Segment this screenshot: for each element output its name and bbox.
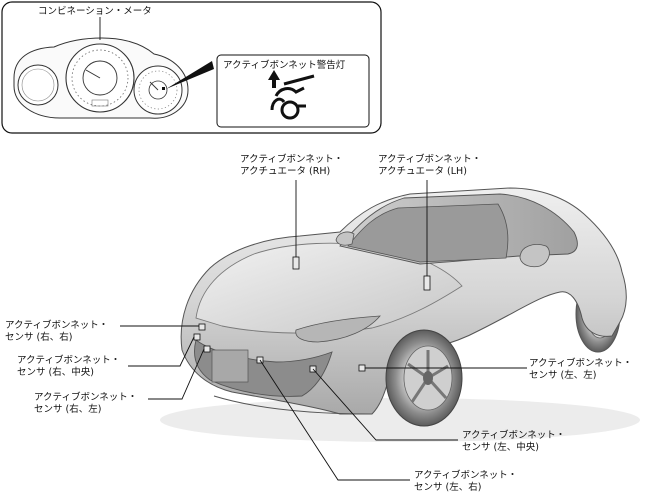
car-side-mirror: [520, 245, 549, 267]
label-actuator-lh-line2: アクチュエータ (LH): [378, 166, 481, 178]
label-sensor-left-left-line2: センサ (左、左): [529, 370, 632, 382]
car-illustration: [160, 188, 640, 442]
label-sensor-left-right-line2: センサ (左、右): [414, 482, 517, 494]
label-sensor-left-left: アクティブボンネット・ センサ (左、左): [529, 358, 632, 382]
front-wheel: [386, 330, 462, 426]
sensor-right-left-marker: [204, 346, 210, 352]
label-sensor-right-left-line2: センサ (右、左): [34, 404, 137, 416]
label-actuator-rh-line2: アクチュエータ (RH): [240, 166, 343, 178]
label-actuator-lh: アクティブボンネット・ アクチュエータ (LH): [378, 154, 481, 178]
label-actuator-rh-line1: アクティブボンネット・: [240, 154, 343, 166]
label-sensor-left-left-line1: アクティブボンネット・: [529, 358, 632, 370]
sensor-left-left-marker: [359, 365, 365, 371]
label-sensor-left-right: アクティブボンネット・ センサ (左、右): [414, 470, 517, 494]
meter-title: コンビネーション・メータ: [38, 6, 152, 18]
label-sensor-right-center-line1: アクティブボンネット・: [17, 355, 120, 367]
warning-lamp-position-marker: [162, 87, 165, 90]
label-sensor-right-center-line2: センサ (右、中央): [17, 367, 120, 379]
sensor-right-right-marker: [199, 324, 205, 330]
label-sensor-right-left-line1: アクティブボンネット・: [34, 392, 137, 404]
label-sensor-right-center: アクティブボンネット・ センサ (右、中央): [17, 355, 120, 379]
label-sensor-right-right: アクティブボンネット・ センサ (右、右): [5, 320, 108, 344]
label-sensor-left-center-line2: センサ (左、中央): [462, 442, 565, 454]
label-sensor-left-center-line1: アクティブボンネット・: [462, 430, 565, 442]
actuator-lh-marker: [424, 276, 430, 290]
label-sensor-right-right-line1: アクティブボンネット・: [5, 320, 108, 332]
label-sensor-left-right-line1: アクティブボンネット・: [414, 470, 517, 482]
warning-lamp-label: アクティブボンネット警告灯: [223, 60, 345, 72]
label-sensor-right-left: アクティブボンネット・ センサ (右、左): [34, 392, 137, 416]
label-actuator-rh: アクティブボンネット・ アクチュエータ (RH): [240, 154, 343, 178]
car-license-plate: [212, 350, 248, 382]
label-actuator-lh-line1: アクティブボンネット・: [378, 154, 481, 166]
label-sensor-left-center: アクティブボンネット・ センサ (左、中央): [462, 430, 565, 454]
label-sensor-right-right-line2: センサ (右、右): [5, 332, 108, 344]
actuator-rh-marker: [293, 257, 299, 269]
sensor-right-center-marker: [194, 334, 200, 340]
